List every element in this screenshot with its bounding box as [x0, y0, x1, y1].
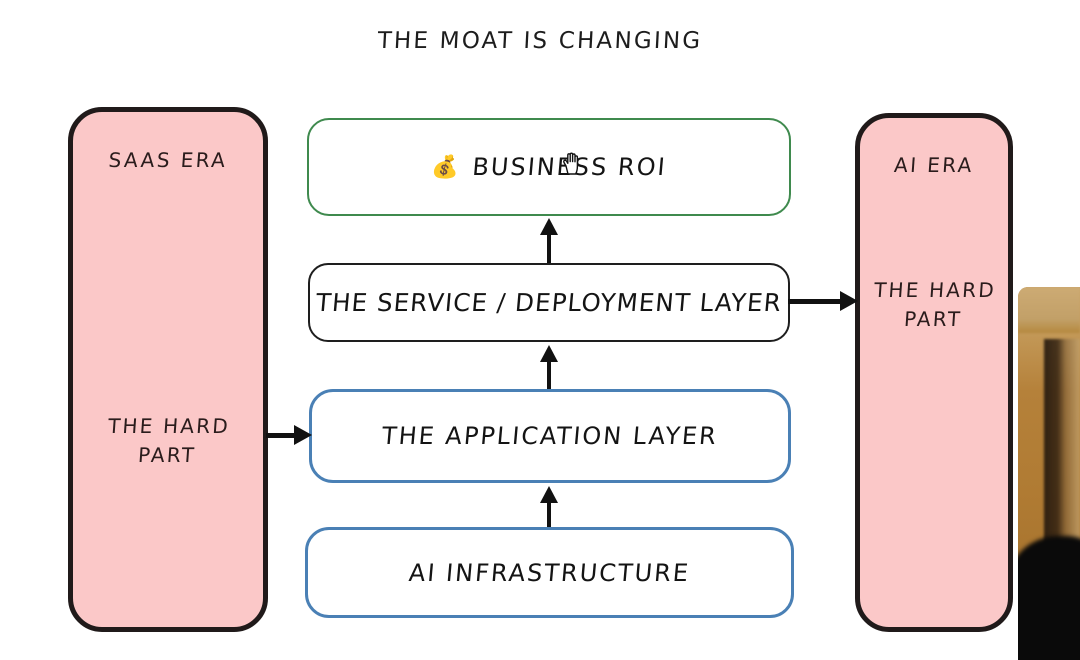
ai-era-label: AI ERA — [893, 153, 975, 177]
video-ceiling — [1018, 287, 1080, 333]
ai-hard-part-line2: PART — [903, 307, 963, 331]
arrow-service-to-ai-era-icon — [788, 287, 858, 315]
ai-infrastructure-label: AI INFRASTRUCTURE — [407, 558, 692, 587]
saas-era-column[interactable]: SAAS ERA THE HARD PART — [68, 107, 268, 632]
video-presenter-silhouette — [1018, 536, 1080, 660]
video-doorframe — [1044, 339, 1080, 569]
saas-hard-part-line2: PART — [137, 443, 197, 467]
service-deployment-layer-label: THE SERVICE / DEPLOYMENT LAYER — [314, 288, 784, 317]
arrow-application-to-service-icon — [531, 345, 567, 389]
application-layer-box[interactable]: THE APPLICATION LAYER — [309, 389, 791, 483]
arrow-service-to-roi-icon — [531, 218, 567, 263]
ai-era-hard-part: THE HARD PART — [858, 276, 1010, 334]
saas-hard-part-line1: THE HARD — [107, 414, 231, 438]
saas-era-label: SAAS ERA — [107, 148, 229, 172]
service-deployment-layer-box[interactable]: THE SERVICE / DEPLOYMENT LAYER — [308, 263, 790, 342]
application-layer-label: THE APPLICATION LAYER — [380, 422, 720, 450]
ai-hard-part-line1: THE HARD — [873, 278, 997, 302]
arrow-saas-era-to-application-icon — [266, 421, 312, 449]
business-roi-label: BUSINESS ROI — [471, 153, 669, 181]
presenter-video-overlay[interactable] — [1018, 287, 1080, 660]
saas-era-hard-part: THE HARD PART — [71, 412, 265, 470]
arrow-infrastructure-to-application-icon — [531, 486, 567, 527]
ai-era-column[interactable]: AI ERA THE HARD PART — [855, 113, 1013, 632]
business-roi-content: 💰 BUSINESS ROI — [430, 153, 668, 181]
money-bag-icon: 💰 — [431, 154, 461, 180]
business-roi-box[interactable]: 💰 BUSINESS ROI — [307, 118, 791, 216]
page-title: THE MOAT IS CHANGING — [376, 28, 704, 54]
ai-infrastructure-box[interactable]: AI INFRASTRUCTURE — [305, 527, 794, 618]
